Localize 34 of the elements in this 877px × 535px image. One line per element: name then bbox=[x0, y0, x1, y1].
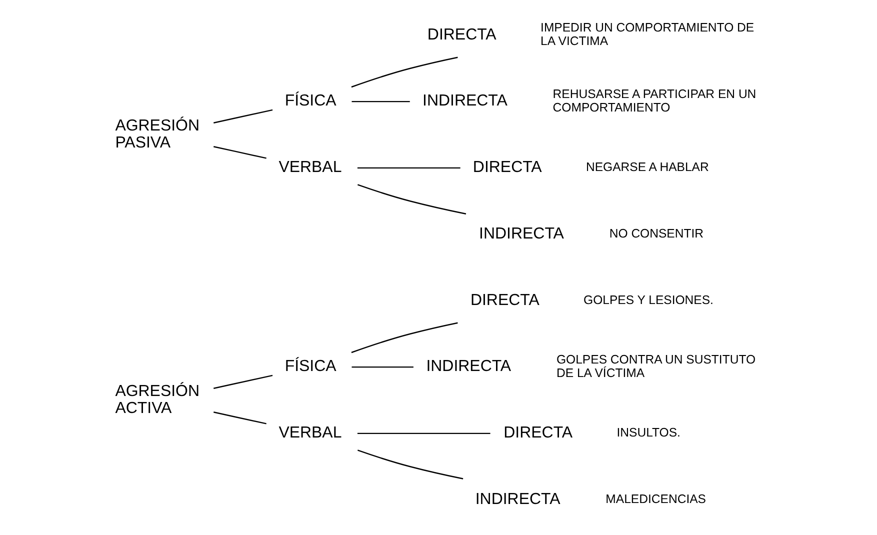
connector bbox=[352, 366, 414, 368]
node-label: IMPEDIR UN COMPORTAMIENTO DE LA VICTIMA bbox=[540, 20, 754, 48]
node-text: DIRECTA bbox=[427, 26, 496, 44]
node-label: INSULTOS. bbox=[616, 426, 680, 440]
node-text: AGRESIÓN ACTIVA bbox=[115, 382, 200, 418]
node-text: INDIRECTA bbox=[422, 92, 508, 110]
connector bbox=[357, 450, 464, 480]
connector bbox=[351, 56, 458, 88]
node-label: NO CONSENTIR bbox=[609, 226, 704, 240]
connector bbox=[357, 184, 466, 214]
connector bbox=[357, 167, 460, 169]
node-text: VERBAL bbox=[278, 159, 342, 176]
node-label: MALEDICENCIAS bbox=[606, 492, 706, 506]
connector bbox=[213, 109, 273, 124]
connector bbox=[213, 412, 266, 424]
node-label: GOLPES Y LESIONES. bbox=[584, 292, 714, 307]
node-text: FÍSICA bbox=[284, 358, 336, 376]
node-text: DIRECTA bbox=[470, 292, 540, 309]
node-label: NEGARSE A HABLAR bbox=[586, 160, 709, 174]
node-label: REHUSARSE A PARTICIPAR EN UN COMPORTAMIENTO bbox=[552, 86, 756, 114]
node-text: VERBAL bbox=[278, 424, 342, 442]
node-text: INDIRECTA bbox=[426, 358, 512, 376]
connector bbox=[352, 100, 410, 102]
connector bbox=[213, 374, 273, 389]
connector bbox=[351, 322, 458, 354]
node-text: AGRESIÓN PASIVA bbox=[115, 117, 200, 152]
node-text: INDIRECTA bbox=[479, 225, 564, 242]
node-text: INDIRECTA bbox=[475, 491, 560, 508]
node-text: FÍSICA bbox=[284, 92, 336, 110]
node-text: DIRECTA bbox=[504, 424, 573, 442]
connector bbox=[357, 432, 490, 434]
node-label: GOLPES CONTRA UN SUSTITUTO DE LA VÍCTIMA bbox=[556, 352, 756, 380]
connector bbox=[213, 146, 266, 159]
node-text: DIRECTA bbox=[472, 159, 542, 176]
